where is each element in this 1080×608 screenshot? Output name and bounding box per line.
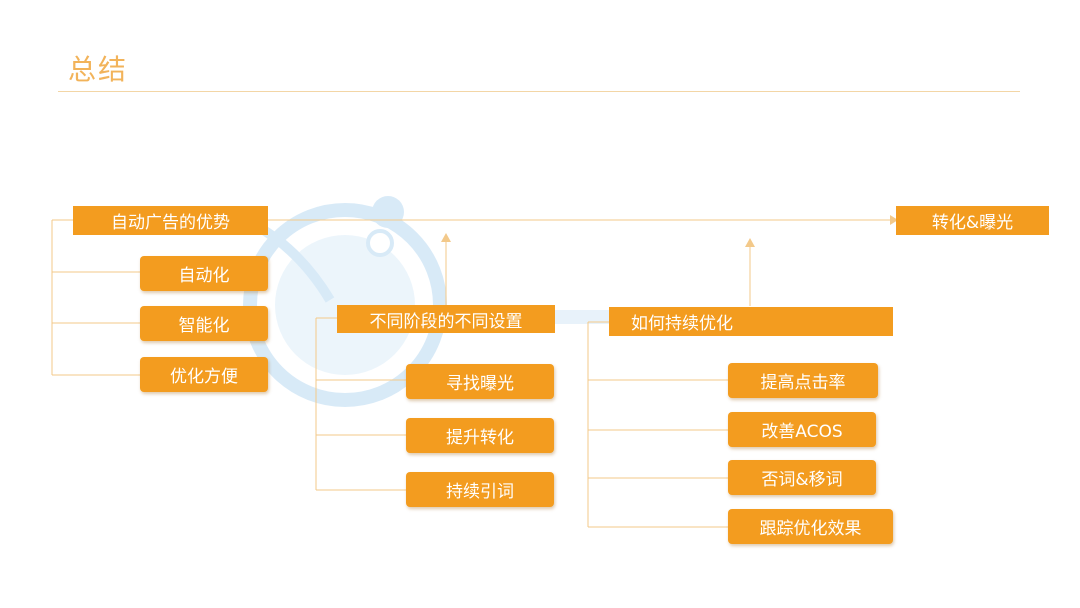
- improve-acos-node: 改善ACOS: [728, 412, 876, 447]
- page-title: 总结: [68, 53, 129, 86]
- stage-settings-node: 不同阶段的不同设置: [337, 305, 555, 333]
- title-divider: [58, 91, 1020, 92]
- auto-ads-advantages-node: 自动广告的优势: [73, 206, 268, 235]
- easy-optimization-node: 优化方便: [140, 357, 268, 392]
- continuous-optimization-node: 如何持续优化: [609, 307, 893, 336]
- automation-node: 自动化: [140, 256, 268, 291]
- intelligence-node: 智能化: [140, 306, 268, 341]
- improve-ctr-node: 提高点击率: [728, 363, 878, 398]
- improve-conversion-node: 提升转化: [406, 418, 554, 453]
- track-optimization-node: 跟踪优化效果: [728, 509, 893, 544]
- keep-attracting-terms-node: 持续引词: [406, 472, 554, 507]
- conversion-exposure-node: 转化&曝光: [896, 206, 1049, 235]
- negative-move-terms-node: 否词&移词: [728, 460, 876, 495]
- find-exposure-node: 寻找曝光: [406, 364, 554, 399]
